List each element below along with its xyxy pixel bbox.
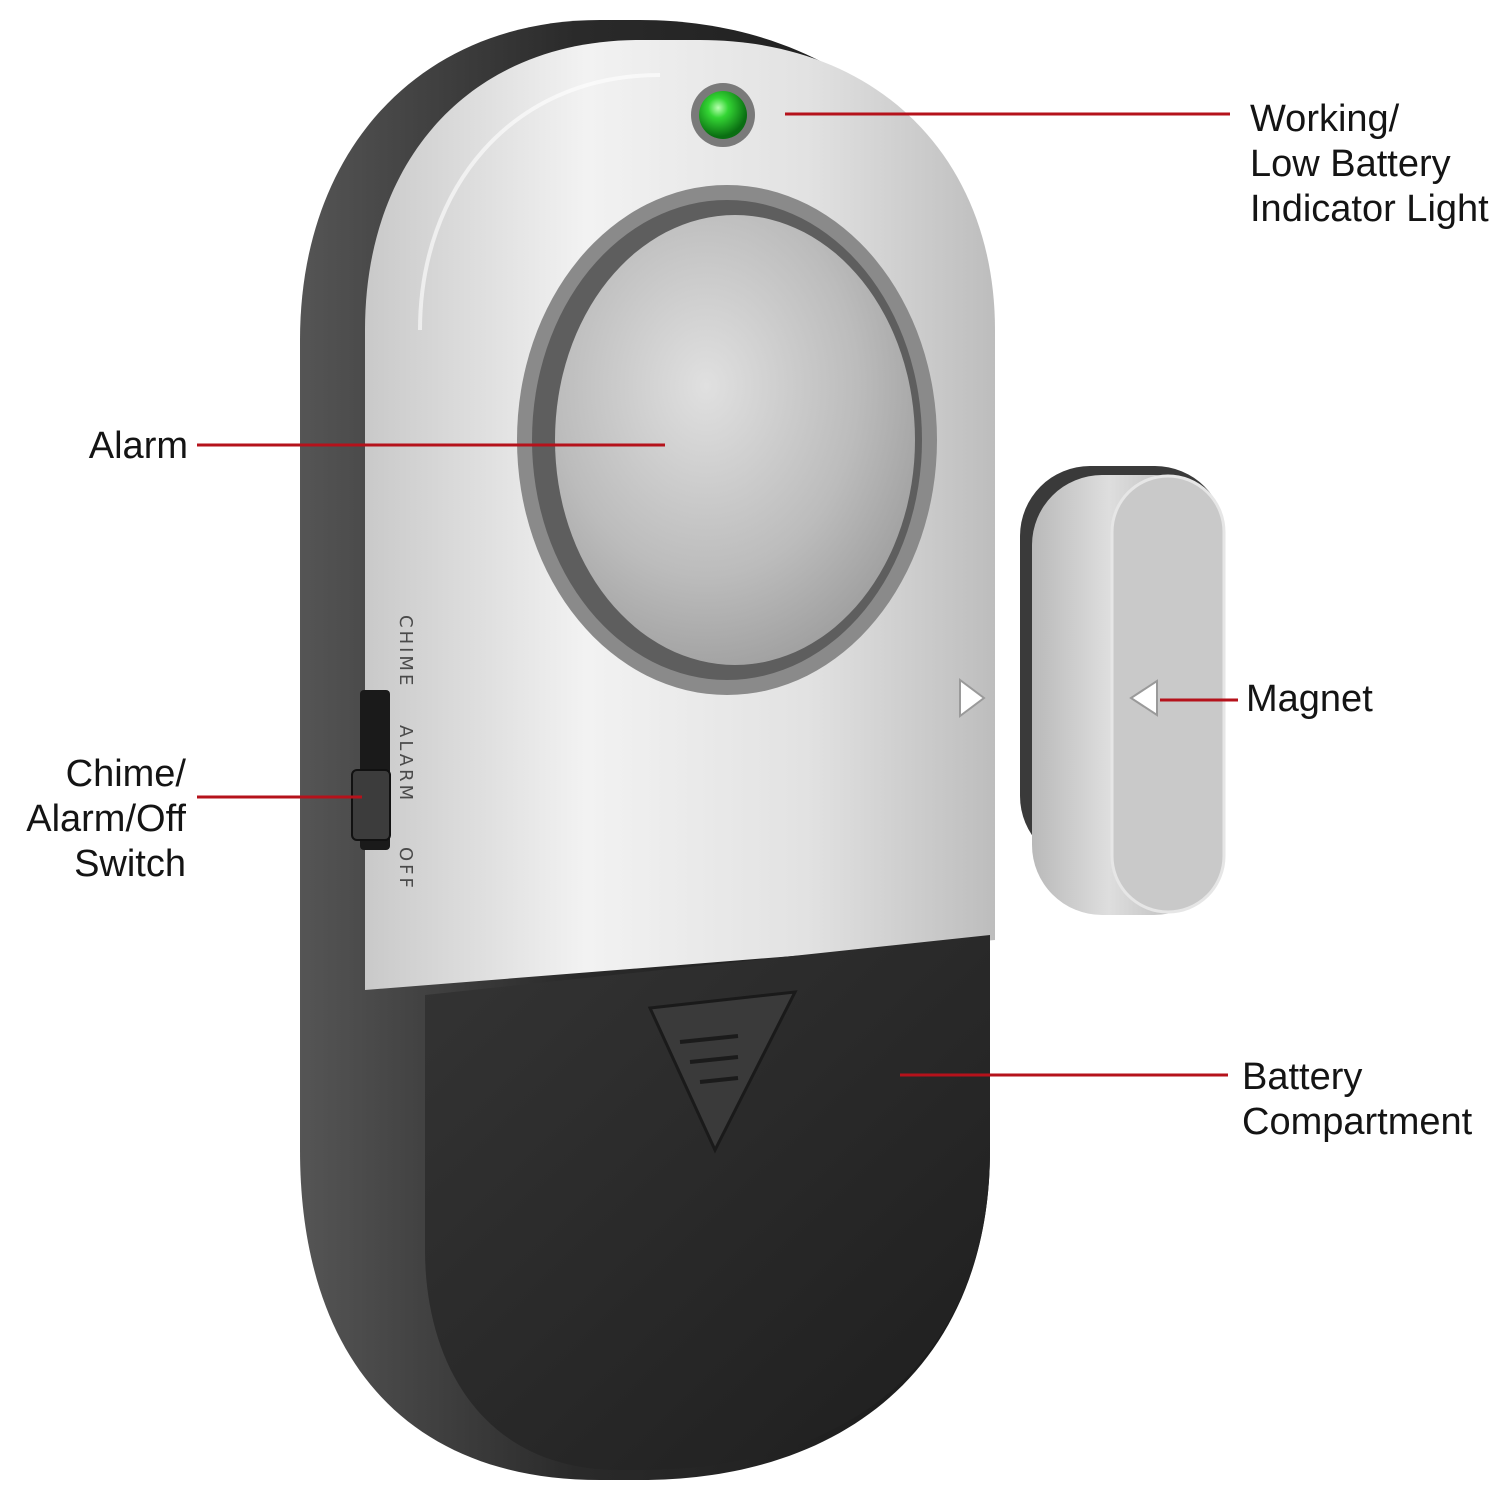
magnet-face (1110, 474, 1226, 914)
alarm-label: Alarm (0, 424, 188, 469)
switch-label: Chime/ Alarm/Off Switch (0, 752, 186, 887)
body-alignment-arrow (959, 678, 986, 718)
switch-position-off: OFF (395, 847, 416, 891)
switch-knob[interactable] (351, 769, 391, 841)
battery-cover-triangle-icon (647, 990, 798, 1154)
switch-position-chime: CHIME (395, 615, 416, 688)
switch-label-line: Switch (74, 843, 186, 885)
indicator-label: Working/ Low Battery Indicator Light (1250, 97, 1489, 232)
device-face-edge (418, 73, 661, 331)
battery-cover[interactable] (425, 935, 990, 1470)
leader-lines (197, 112, 1238, 1077)
alarm-label-line: Alarm (88, 425, 188, 467)
indicator-led (699, 91, 747, 139)
magnet-label-line: Magnet (1246, 678, 1373, 720)
alarm-speaker-cone (555, 215, 915, 665)
battery-label-line: Compartment (1242, 1101, 1473, 1143)
switch-position-alarm: ALARM (395, 725, 416, 803)
battery-cover-grip-lines (679, 1034, 739, 1084)
battery-label: Battery Compartment (1242, 1055, 1472, 1145)
magnet-alignment-arrow (1129, 679, 1158, 717)
magnet-label: Magnet (1246, 677, 1373, 722)
indicator-label-line: Low Battery (1250, 143, 1451, 185)
switch-label-line: Alarm/Off (26, 798, 186, 840)
indicator-label-line: Indicator Light (1250, 188, 1489, 230)
svg-text:CHIMEALARMOFF: CHIME ALARM OFF (395, 615, 416, 891)
switch-position-labels: CHIME ALARM OFF (395, 615, 416, 891)
indicator-label-line: Working/ (1250, 98, 1400, 140)
switch-label-line: Chime/ (65, 753, 186, 795)
battery-label-line: Battery (1242, 1056, 1363, 1098)
